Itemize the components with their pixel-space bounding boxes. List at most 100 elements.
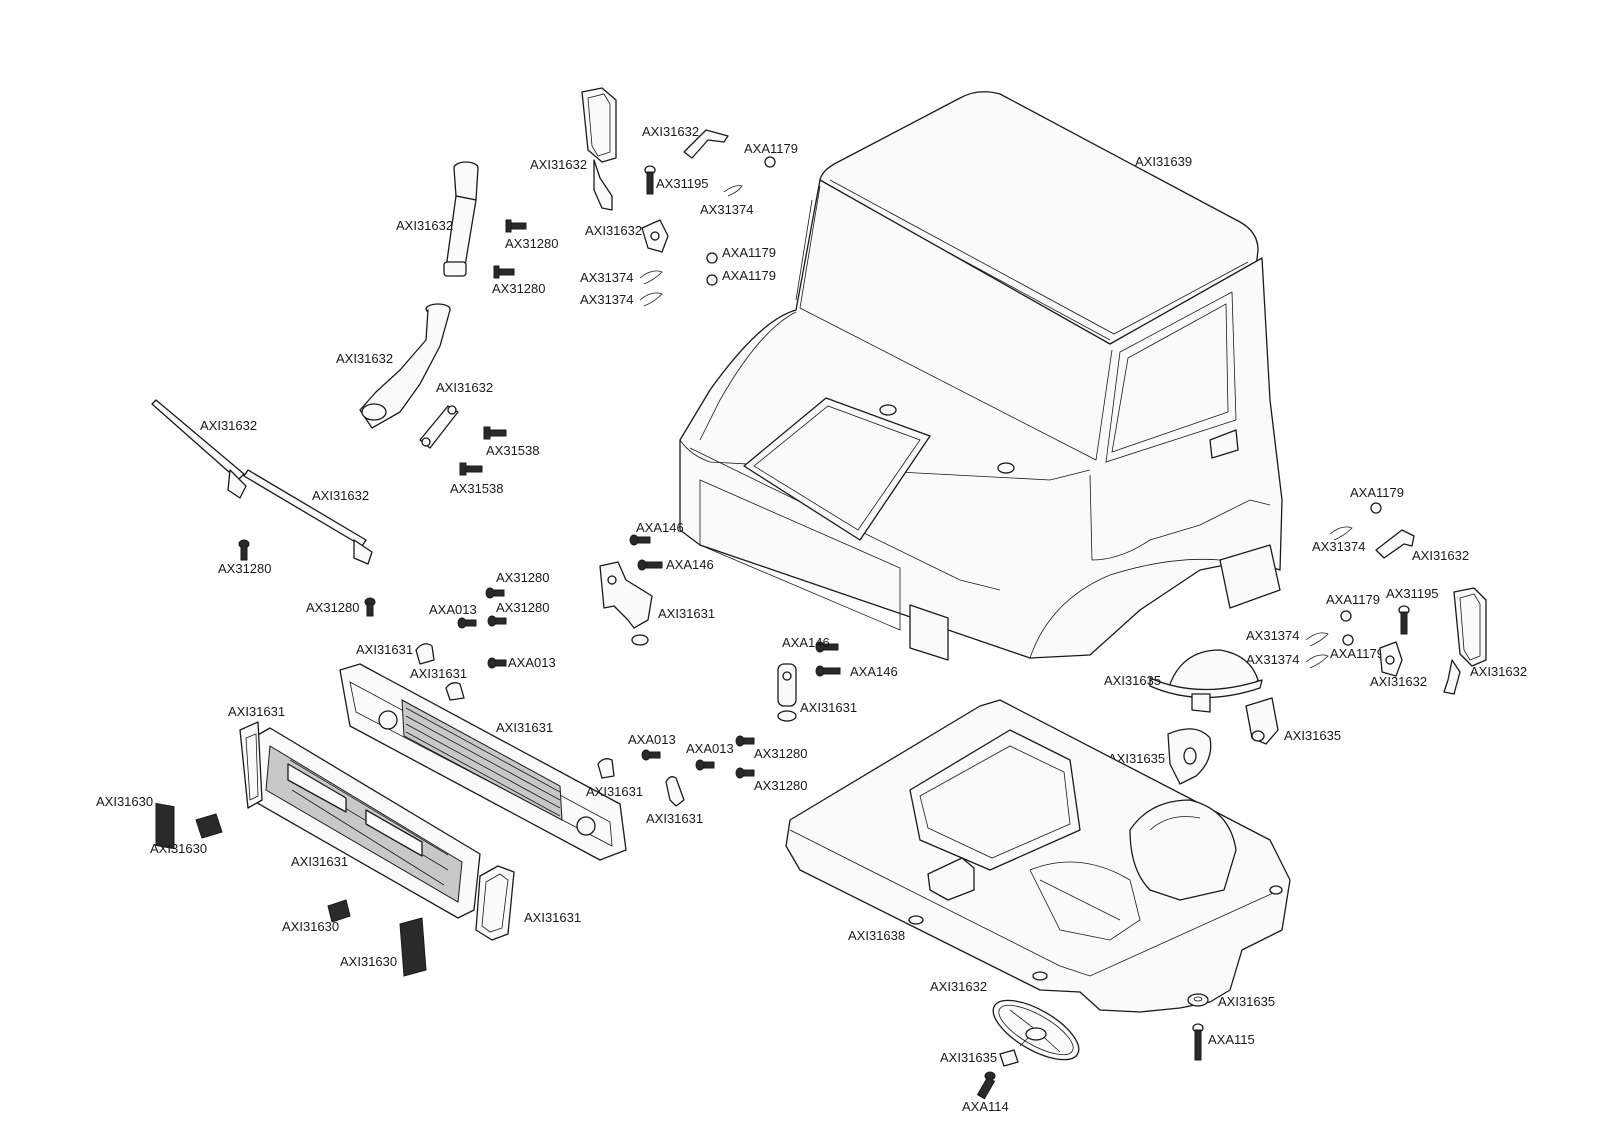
washer-mid1-part [706, 252, 718, 264]
ax31280-d-part [735, 767, 755, 779]
clip31631-a-part [415, 643, 435, 665]
door-handle-top-part [683, 129, 729, 159]
light-left-part [239, 721, 263, 809]
radiator-part [339, 663, 627, 861]
handle-r-part [1375, 529, 1415, 559]
screw-grille-top-part [485, 587, 505, 599]
mount-right-label: AXI31631 [800, 700, 857, 715]
disc-part [1187, 993, 1209, 1007]
mount-right-part [777, 663, 797, 722]
axa146-b-part [637, 559, 663, 571]
washer-r2-part [1340, 610, 1352, 622]
cab-label: AXI31639 [1135, 154, 1192, 169]
snorkel-top-part [443, 161, 479, 277]
ax31280-c-label: AX31280 [754, 746, 808, 761]
axa146-c-label: AXA146 [782, 635, 830, 650]
washer-r1-label: AXA1179 [1350, 485, 1404, 500]
axi31630-d-label: AXI31630 [340, 954, 397, 969]
washer-r3-part [1342, 634, 1354, 646]
axa013-b-part [487, 657, 507, 669]
screw-538b-part [459, 462, 483, 476]
ax31280-c-part [735, 735, 755, 747]
clip-r3-label: AX31374 [1246, 652, 1300, 667]
axi31630-b-part [195, 813, 223, 839]
wheel-cap-label: AXI31635 [940, 1050, 997, 1065]
steering-wheel-part [992, 999, 1080, 1061]
washer-r2-label: AXA1179 [1326, 592, 1380, 607]
washer-top-part [764, 156, 776, 168]
wiper2-label: AXI31632 [312, 488, 369, 503]
washer-mid2-part [706, 274, 718, 286]
axa114-part [976, 1071, 996, 1100]
mount-top-part [641, 219, 669, 253]
axa114-label: AXA114 [962, 1099, 1009, 1114]
ax31280-d-label: AX31280 [754, 778, 808, 793]
axi31630-c-label: AXI31630 [282, 919, 339, 934]
wheel-label: AXI31632 [930, 979, 987, 994]
clip31631-b-label: AXI31631 [410, 666, 467, 681]
snorkel-low-part [359, 303, 451, 429]
mirror-r-label: AXI31632 [1470, 664, 1527, 679]
axi31630-b-label: AXI31630 [150, 841, 207, 856]
screw-538a-part [483, 426, 507, 440]
axa146-d-label: AXA146 [850, 664, 898, 679]
clip-r1-label: AX31374 [1312, 539, 1366, 554]
screw-r-part [1398, 605, 1410, 635]
disc-label: AXI31635 [1218, 994, 1275, 1009]
mount-r-label: AXI31632 [1370, 674, 1427, 689]
head-b-label: AXI31635 [1108, 751, 1165, 766]
screw-wiper-part [238, 539, 250, 561]
screw-snork2-part [493, 265, 515, 279]
washer-top-label: AXA1179 [744, 141, 798, 156]
clip31631-d-label: AXI31631 [646, 811, 703, 826]
wheel-cap-part [999, 1049, 1019, 1067]
clip-mid2-label: AX31374 [580, 292, 634, 307]
clip-top-part [723, 185, 743, 197]
mount-top-label: AXI31632 [585, 223, 642, 238]
screw-top-label: AX31195 [656, 176, 709, 191]
clip-top-label: AX31374 [700, 202, 754, 217]
light-left-label: AXI31631 [228, 704, 285, 719]
radiator-label: AXI31631 [496, 720, 553, 735]
clip31631-c-label: AXI31631 [586, 784, 643, 799]
clip31631-c-part [597, 758, 615, 779]
axa013-c-label: AXA013 [628, 732, 676, 747]
wiper1-label: AXI31632 [200, 418, 257, 433]
snorkel-low-label: AXI31632 [336, 351, 393, 366]
grille-label: AXI31631 [291, 854, 348, 869]
bracket-label: AXI31632 [436, 380, 493, 395]
screw-grille-top-label: AX31280 [496, 570, 550, 585]
hat-label: AXI31635 [1104, 673, 1161, 688]
light-right-label: AXI31631 [524, 910, 581, 925]
axa146-a-part [629, 534, 651, 546]
axa013-a-part [457, 617, 477, 629]
clip-r2-label: AX31374 [1246, 628, 1300, 643]
screw-snork1-label: AX31280 [505, 236, 559, 251]
cab-body [679, 91, 1283, 661]
axi31630-a-label: AXI31630 [96, 794, 153, 809]
wiper2-part [243, 469, 373, 565]
clip-r1-part [1329, 526, 1353, 541]
screw-top-part [644, 165, 656, 195]
axi31630-a-part [155, 802, 175, 850]
light-right-part [475, 865, 515, 941]
interior-tub-part [785, 699, 1291, 1013]
axa146-d-part [815, 665, 841, 677]
axa146-c-part [815, 641, 839, 653]
hat-part [1149, 649, 1263, 713]
axa013-a-label: AXA013 [429, 602, 477, 617]
clip-r2-part [1305, 632, 1329, 647]
mount-r-part [1379, 641, 1403, 677]
clip-mid1-part [639, 270, 663, 285]
screw-grille1-label: AX31280 [306, 600, 360, 615]
clip31631-a-label: AXI31631 [356, 642, 413, 657]
interior-label: AXI31638 [848, 928, 905, 943]
mount-center-part [599, 561, 653, 646]
screw-grille1-part [364, 597, 376, 617]
head-b-part [1167, 728, 1212, 785]
axa146-a-label: AXA146 [636, 520, 684, 535]
clip-r3-part [1305, 654, 1329, 669]
clip31631-b-part [445, 682, 465, 701]
axa146-b-label: AXA146 [666, 557, 714, 572]
